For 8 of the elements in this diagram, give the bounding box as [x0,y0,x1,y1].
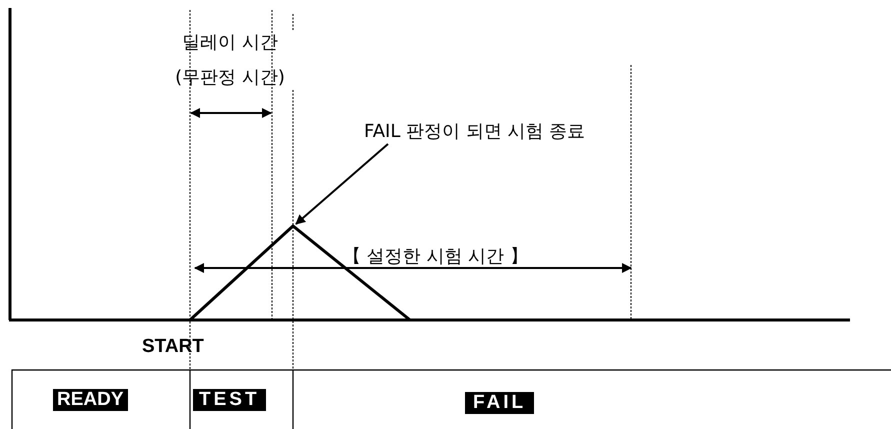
status-label: TEST [193,389,266,411]
start-label: START [142,335,204,359]
delay-time-label: 딜레이 시간 (무판정 시간) [174,31,286,90]
callout-text: FAIL 판정이 되면 시험 종료 [364,120,586,144]
leader-line [295,143,389,225]
status-label: FAIL [465,392,534,414]
status-label: READY [53,389,128,411]
test-time-label: 【 설정한 시험 시간 】 [343,245,528,269]
